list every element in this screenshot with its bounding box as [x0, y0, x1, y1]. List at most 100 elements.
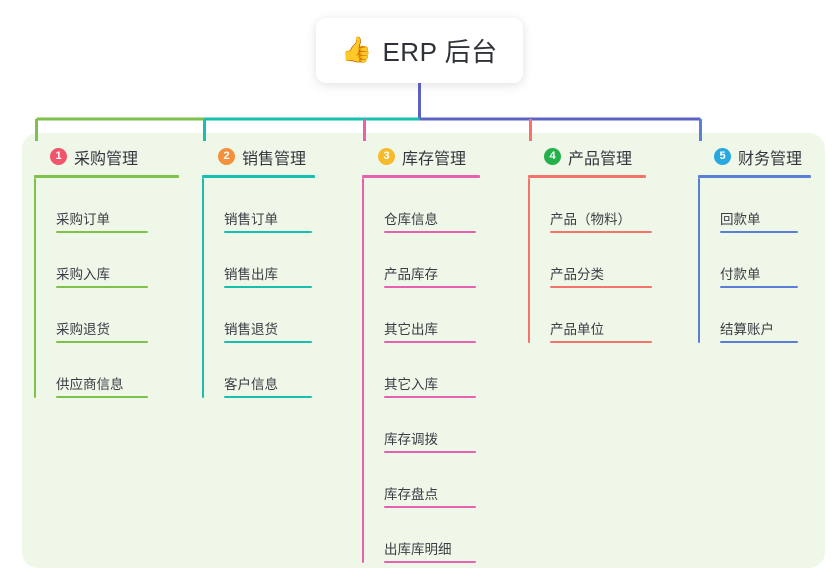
branch-item-label: 产品（物料） [550, 212, 631, 227]
branch-item-rule [224, 396, 312, 398]
branch-item-label: 付款单 [720, 267, 761, 282]
branch-item[interactable]: 供应商信息 [36, 343, 179, 398]
branch-item-label: 其它入库 [384, 377, 438, 392]
branch-title: 库存管理 [402, 150, 467, 168]
branch-item-rule [384, 561, 476, 563]
branch-item-label: 其它出库 [384, 322, 438, 337]
branch-title: 采购管理 [74, 150, 139, 168]
branch-items: 销售订单销售出库销售退货客户信息 [202, 178, 315, 398]
branch-item-rule [56, 231, 148, 233]
branch-item-rule [720, 341, 798, 343]
branch-rail [362, 178, 364, 563]
branch-item-rule [720, 286, 798, 288]
branch-item[interactable]: 库存调拨 [364, 398, 480, 453]
branch-item[interactable]: 库存盘点 [364, 453, 480, 508]
branch-header-rule [362, 175, 480, 178]
branch-item-rule [384, 506, 476, 508]
branch-item-label: 产品分类 [550, 267, 604, 282]
branch-column-4: 4 产品管理产品（物料） 产品分类产品单位 [528, 143, 652, 343]
branch-item[interactable]: 出库库明细 [364, 508, 480, 563]
branch-header-3[interactable]: 3 库存管理 [362, 143, 480, 170]
branch-badge-icon: 3 [378, 148, 395, 165]
branch-item-rule [224, 231, 312, 233]
branch-item[interactable]: 仓库信息 [364, 178, 480, 233]
branch-rail [202, 178, 204, 398]
branch-column-5: 5 财务管理回款单付款单结算账户 [698, 143, 811, 343]
branch-item[interactable]: 回款单 [700, 178, 811, 233]
branch-item-rule [550, 231, 652, 233]
root-node[interactable]: 👍 ERP 后台 [316, 18, 523, 83]
branch-item-label: 采购订单 [56, 212, 110, 227]
branch-item-rule [224, 341, 312, 343]
branch-header-rule [202, 175, 315, 178]
branch-item-label: 结算账户 [720, 322, 774, 337]
branch-items: 仓库信息产品库存其它出库其它入库库存调拨库存盘点出库库明细 [362, 178, 480, 563]
branch-column-3: 3 库存管理仓库信息产品库存其它出库其它入库库存调拨库存盘点出库库明细 [362, 143, 480, 563]
branch-item-label: 采购入库 [56, 267, 110, 282]
branch-item-rule [56, 396, 148, 398]
branch-item-label: 仓库信息 [384, 212, 438, 227]
branch-item[interactable]: 付款单 [700, 233, 811, 288]
branch-items: 采购订单采购入库采购退货供应商信息 [34, 178, 179, 398]
thumbs-up-icon: 👍 [341, 36, 373, 64]
branch-item-rule [384, 396, 476, 398]
branch-rail [34, 178, 36, 398]
branch-item-rule [550, 341, 652, 343]
branch-item-label: 采购退货 [56, 322, 110, 337]
branch-item-rule [56, 286, 148, 288]
branch-item[interactable]: 产品库存 [364, 233, 480, 288]
branch-title: 销售管理 [242, 150, 307, 168]
branch-title: 产品管理 [568, 150, 633, 168]
branch-item-label: 销售出库 [224, 267, 278, 282]
branch-header-5[interactable]: 5 财务管理 [698, 143, 811, 170]
branch-item[interactable]: 销售订单 [204, 178, 315, 233]
branch-header-4[interactable]: 4 产品管理 [528, 143, 652, 170]
branch-item[interactable]: 结算账户 [700, 288, 811, 343]
branch-header-rule [34, 175, 179, 178]
branch-item[interactable]: 产品单位 [530, 288, 652, 343]
branch-item[interactable]: 产品（物料） [530, 178, 652, 233]
branch-item[interactable]: 采购入库 [36, 233, 179, 288]
branch-items: 产品（物料） 产品分类产品单位 [528, 178, 652, 343]
branch-item[interactable]: 销售退货 [204, 288, 315, 343]
branch-item[interactable]: 销售出库 [204, 233, 315, 288]
branch-item-label: 客户信息 [224, 377, 278, 392]
branch-items: 回款单付款单结算账户 [698, 178, 811, 343]
branch-header-2[interactable]: 2 销售管理 [202, 143, 315, 170]
branch-item[interactable]: 采购订单 [36, 178, 179, 233]
branch-item[interactable]: 产品分类 [530, 233, 652, 288]
branch-item[interactable]: 其它出库 [364, 288, 480, 343]
branch-item[interactable]: 采购退货 [36, 288, 179, 343]
branch-item-rule [384, 451, 476, 453]
branch-item-label: 产品单位 [550, 322, 604, 337]
branch-item-label: 供应商信息 [56, 377, 124, 392]
branch-item-rule [224, 286, 312, 288]
branch-column-1: 1 采购管理采购订单采购入库采购退货供应商信息 [34, 143, 179, 398]
branch-item-label: 库存盘点 [384, 487, 438, 502]
branch-rail [528, 178, 530, 343]
branch-header-rule [698, 175, 811, 178]
branch-column-2: 2 销售管理销售订单销售出库销售退货客户信息 [202, 143, 315, 398]
branch-title: 财务管理 [738, 150, 803, 168]
branch-item[interactable]: 其它入库 [364, 343, 480, 398]
branch-item-rule [56, 341, 148, 343]
branch-item-label: 回款单 [720, 212, 761, 227]
branch-item-label: 库存调拨 [384, 432, 438, 447]
branch-item-label: 销售退货 [224, 322, 278, 337]
branch-header-rule [528, 175, 646, 178]
branch-badge-icon: 1 [50, 148, 67, 165]
branch-header-1[interactable]: 1 采购管理 [34, 143, 179, 170]
branch-item-rule [384, 286, 476, 288]
branch-item[interactable]: 客户信息 [204, 343, 315, 398]
branch-item-rule [720, 231, 798, 233]
branch-item-rule [550, 286, 652, 288]
branch-badge-icon: 2 [218, 148, 235, 165]
branches-panel [22, 133, 825, 568]
branch-rail [698, 178, 700, 343]
branch-item-rule [384, 231, 476, 233]
branch-item-label: 出库库明细 [384, 542, 452, 557]
branch-badge-icon: 4 [544, 148, 561, 165]
branch-item-label: 产品库存 [384, 267, 438, 282]
branch-badge-icon: 5 [714, 148, 731, 165]
